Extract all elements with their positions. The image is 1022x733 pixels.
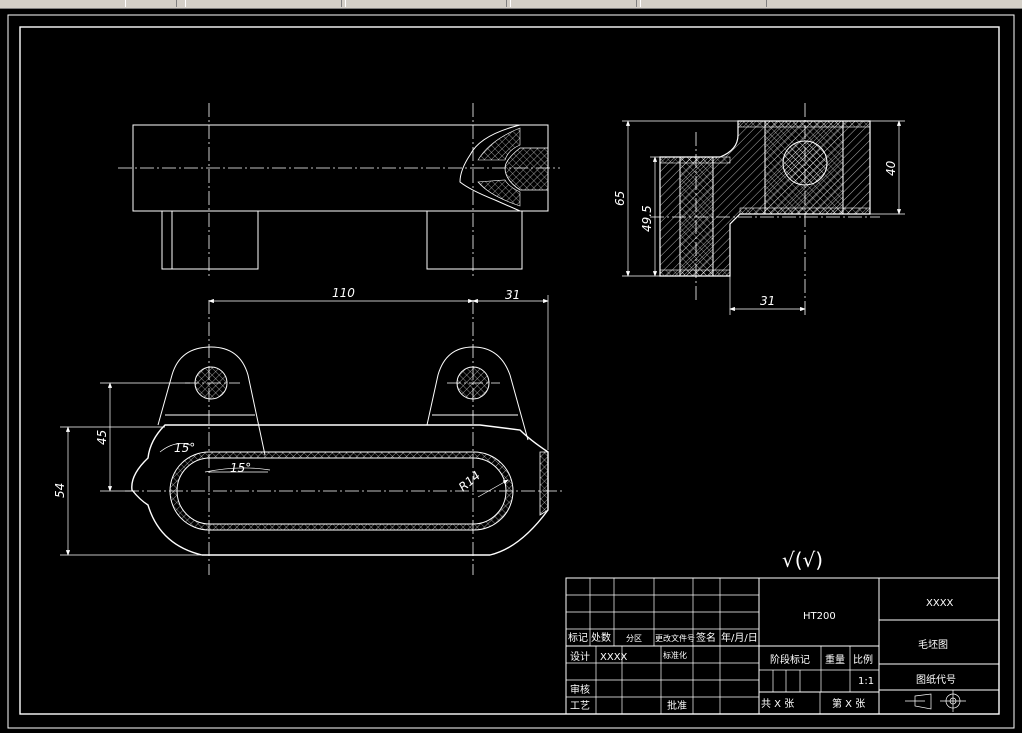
- dim-angle-2: 15°: [230, 461, 251, 475]
- hdr-scale: 比例: [853, 653, 873, 666]
- roughness-symbol: √(√): [782, 548, 823, 572]
- toolbar-segment[interactable]: [640, 0, 767, 7]
- drawing-name-text: 毛坯图: [918, 639, 948, 651]
- plan-view: [125, 300, 565, 575]
- hdr-design: 设计: [570, 650, 590, 663]
- hdr-process: 工艺: [570, 700, 590, 712]
- hdr-date: 年/月/日: [721, 631, 758, 644]
- side-dimensions: [622, 120, 905, 315]
- window-toolbar-strip: [0, 0, 1022, 9]
- dim-angle-1: 15°: [174, 441, 195, 455]
- hdr-weight: 重量: [825, 653, 845, 666]
- dim-54: 54: [53, 483, 67, 498]
- dim-110: 110: [332, 286, 355, 300]
- title-block: [565, 577, 1000, 715]
- material-text: HT200: [803, 611, 836, 622]
- company-text: XXXX: [926, 598, 954, 609]
- toolbar-segment[interactable]: [345, 0, 507, 7]
- designer-text: XXXX: [600, 652, 628, 663]
- hdr-stage-mark: 阶段标记: [770, 653, 810, 666]
- scale-text: 1:1: [858, 676, 874, 687]
- hdr-review: 审核: [570, 683, 590, 696]
- toolbar-segment[interactable]: [125, 0, 177, 7]
- hdr-signature: 签名: [696, 631, 716, 644]
- hdr-mark: 标记: [568, 632, 588, 644]
- plan-dimensions: [60, 295, 549, 556]
- hdr-zone: 分区: [626, 634, 642, 643]
- hdr-change-doc: 更改文件号: [655, 633, 695, 643]
- dim-45: 45: [95, 430, 109, 445]
- dim-65: 65: [613, 191, 627, 206]
- front-view: [118, 103, 560, 278]
- hdr-standardize: 标准化: [663, 650, 687, 660]
- hdr-count: 处数: [591, 631, 611, 644]
- outer-frame: [7, 14, 1015, 729]
- side-section-view: [650, 103, 880, 315]
- drawing-code-text: 图纸代号: [916, 673, 956, 686]
- hdr-sheet-no: 第 X 张: [832, 697, 865, 710]
- toolbar-segment[interactable]: [185, 0, 342, 7]
- dim-49-5: 49.5: [640, 205, 654, 232]
- dim-40: 40: [884, 160, 898, 176]
- inner-frame: [19, 26, 1000, 715]
- dim-31-side: 31: [760, 294, 775, 308]
- hdr-total-sheets: 共 X 张: [761, 698, 794, 710]
- dim-31-top: 31: [505, 288, 520, 302]
- hdr-approve: 批准: [667, 699, 687, 712]
- toolbar-segment[interactable]: [510, 0, 637, 7]
